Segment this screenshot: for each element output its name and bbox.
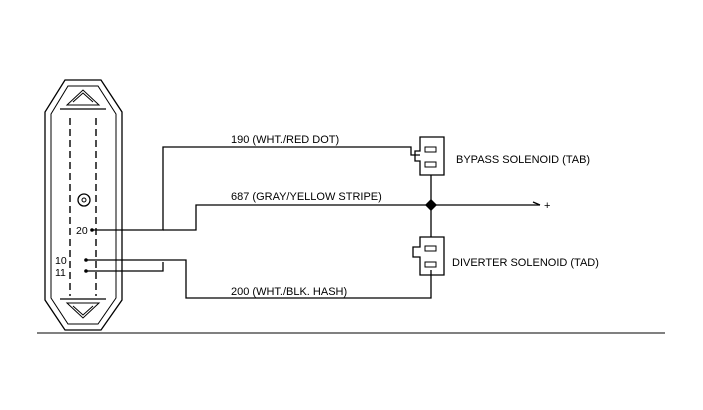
wire-200-path — [86, 259, 432, 299]
wire-190-label: 190 (WHT./RED DOT) — [231, 134, 339, 146]
diverter-solenoid-body — [412, 236, 445, 276]
pin-20-label: 20 — [76, 225, 88, 237]
wire-200-label: 200 (WHT./BLK. HASH) — [231, 286, 347, 298]
bypass-solenoid — [414, 136, 445, 176]
module-connector: 20 10 11 — [44, 79, 123, 331]
connector-inner-outline — [50, 85, 117, 325]
connector-key-circle — [77, 193, 91, 207]
pin-11-terminal — [84, 269, 88, 273]
connector-latch-top — [65, 89, 101, 106]
bypass-solenoid-label: BYPASS SOLENOID (TAB) — [456, 154, 590, 166]
pin-11-label: 11 — [55, 267, 66, 279]
supply-arrow-tick — [532, 201, 541, 206]
connector-latch-bottom — [65, 302, 101, 319]
wire-pin-11-stub — [86, 262, 164, 272]
diverter-solenoid — [412, 236, 445, 276]
bypass-solenoid-body — [414, 136, 445, 176]
junction-node — [425, 199, 437, 211]
wire-687-label: 687 (GRAY/YELLOW STRIPE) — [231, 191, 382, 203]
diverter-solenoid-label: DIVERTER SOLENOID (TAD) — [452, 257, 599, 269]
pin-10-label: 10 — [55, 255, 67, 267]
pin-10-terminal — [84, 258, 88, 262]
wire-687-path — [163, 204, 431, 231]
wire-190-path — [92, 146, 420, 231]
pin-20-terminal — [90, 228, 94, 232]
supply-plus-symbol: + — [544, 200, 550, 212]
connector-outline — [44, 79, 123, 331]
